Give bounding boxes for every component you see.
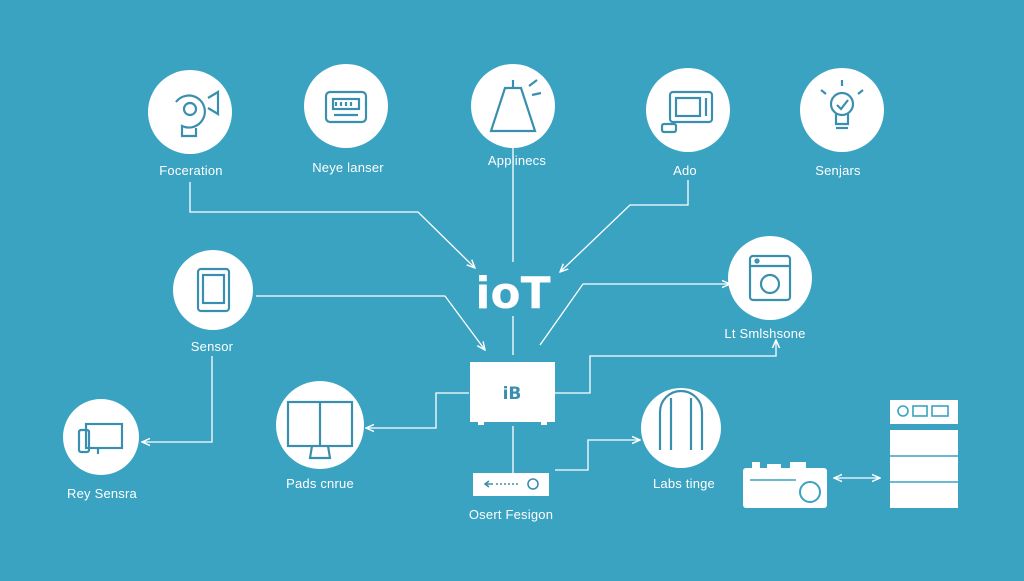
- appliance-group: [743, 400, 958, 508]
- router-device: [473, 473, 549, 496]
- node-ado: [646, 68, 730, 152]
- node-pads-cnrue: [276, 381, 364, 469]
- lamp-icon: [489, 79, 542, 133]
- label-neye-lanser: Neye lanser: [312, 160, 384, 175]
- tablet-icon: [196, 267, 231, 313]
- label-sensor: Sensor: [190, 339, 234, 354]
- fridge-icon: [658, 389, 704, 450]
- label-foceration: Foceration: [159, 163, 223, 178]
- server-rack-icon: [890, 400, 958, 508]
- router-icon: [483, 478, 539, 490]
- node-neye-lanser: [304, 64, 388, 148]
- label-rey-sensra: Rey Sensra: [67, 486, 137, 501]
- label-sensors: Senjars: [815, 163, 861, 178]
- node-labs-tinge: [641, 388, 721, 468]
- node-sensor: [173, 250, 253, 330]
- connector-rey-sensra: [142, 356, 213, 442]
- connector-foceration: [189, 182, 475, 268]
- label-appliances: Applinecs: [487, 153, 547, 168]
- monitor-icon: [77, 422, 124, 454]
- camera-icon: [175, 90, 220, 138]
- label-labs-tinge: Labs tinge: [653, 476, 715, 491]
- label-lt-smartphone: Lt Smlshsone: [724, 326, 806, 341]
- node-foceration: [148, 70, 232, 154]
- stove-icon: [743, 462, 827, 508]
- hub-title: ioT: [475, 268, 551, 319]
- connector-lt-smartphone: [539, 284, 730, 346]
- microwave-icon: [660, 90, 714, 134]
- connector-labs: [555, 440, 640, 471]
- connector-ado: [560, 180, 689, 272]
- label-ado: Ado: [673, 163, 697, 178]
- label-osert-fesigon: Osert Fesigon: [468, 507, 554, 522]
- connector-sensor: [256, 295, 485, 350]
- connectors: [142, 140, 880, 478]
- label-pads-cnrue: Pads cnrue: [286, 476, 354, 491]
- washer-icon: [748, 254, 792, 302]
- node-appliances: [471, 64, 555, 148]
- display-icon: [286, 400, 354, 460]
- connector-pads: [366, 392, 469, 428]
- radio-icon: [324, 90, 368, 124]
- node-lt-smartphone: [728, 236, 812, 320]
- connector-hub-right: [555, 340, 776, 394]
- hub-badge: iB: [503, 384, 522, 404]
- hub-device: iB: [470, 362, 555, 425]
- node-rey-sensra: [63, 399, 139, 475]
- node-sensors: [800, 68, 884, 152]
- lightbulb-icon: [820, 80, 864, 130]
